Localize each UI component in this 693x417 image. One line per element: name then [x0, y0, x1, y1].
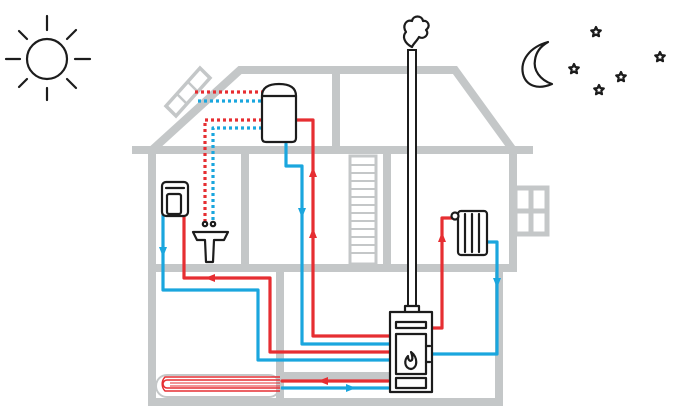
chimney [407, 49, 417, 313]
smoke-icon [402, 15, 430, 49]
star-icon [615, 70, 627, 83]
flame-icon [404, 350, 418, 371]
star-icon [590, 25, 602, 38]
star-icon [568, 62, 580, 75]
hot-water-tank-icon [260, 82, 298, 144]
wall-boiler-icon [160, 180, 190, 218]
stove-icon [388, 304, 434, 394]
cold-pipes [159, 99, 501, 392]
underfloor-heating-icon [155, 374, 281, 398]
star-icon [654, 50, 666, 63]
window-icon [512, 185, 550, 237]
sink-icon [191, 220, 230, 264]
star-icon [593, 83, 605, 96]
solar-panel-icon [163, 65, 213, 119]
house-walls [132, 66, 533, 406]
stars-group [568, 25, 666, 96]
radiator-icon [450, 209, 489, 257]
stairs-icon [348, 154, 378, 266]
hot-pipes [182, 90, 457, 385]
sun-icon [4, 14, 92, 102]
moon-icon [521, 40, 554, 88]
